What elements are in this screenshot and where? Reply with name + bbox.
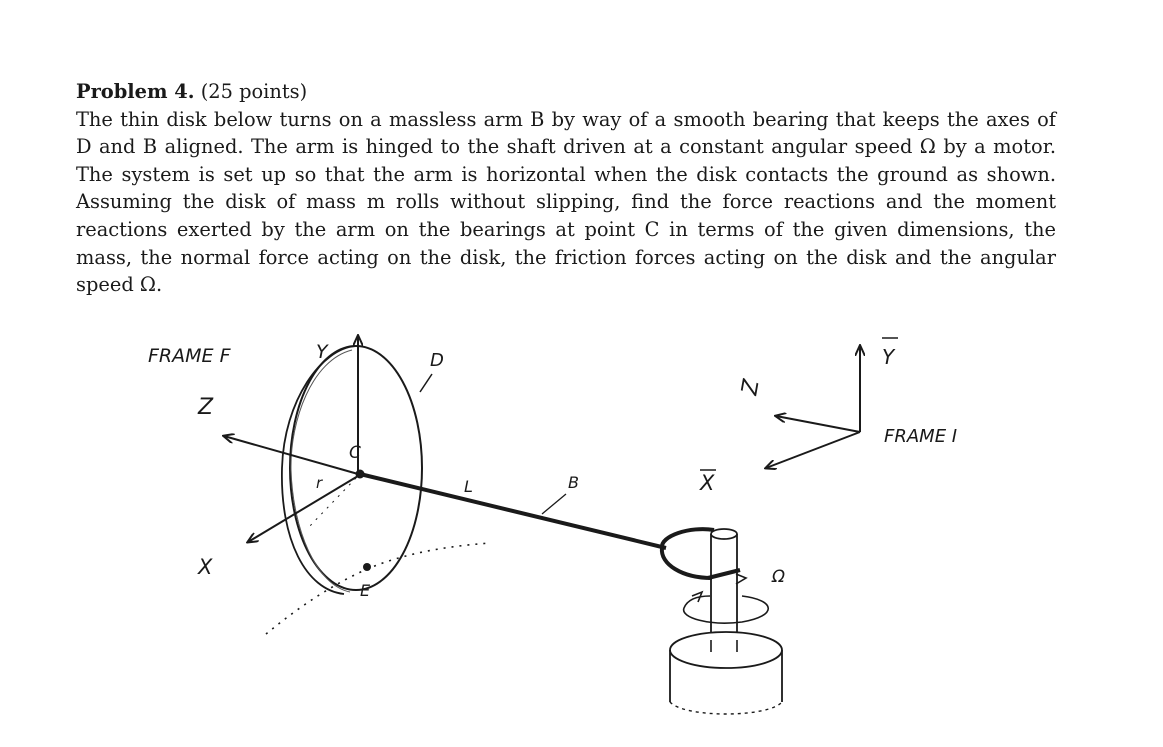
arm-label: B: [568, 473, 579, 492]
rotation-arrow-head: [691, 590, 704, 603]
disk: [281, 345, 423, 595]
inertial-x-arrow: [766, 431, 861, 468]
z-axis-label: Z: [197, 395, 214, 420]
center-label: C: [349, 443, 361, 463]
motor: [669, 631, 783, 715]
x-axis-arrow: [248, 475, 359, 542]
inertial-z-label: Z: [737, 377, 765, 398]
y-axis-label: Y: [316, 341, 329, 363]
rotation-arrow: [683, 595, 770, 624]
problem-statement: Problem 4. (25 points) The thin disk bel…: [76, 78, 1056, 299]
radius-label: r: [316, 474, 323, 492]
omega-label: Ω: [771, 567, 785, 587]
shaft-top: [710, 528, 738, 540]
radius-line: [307, 477, 357, 529]
inertial-x-label: X: [699, 471, 715, 495]
motor-top: [669, 631, 783, 669]
disk-thickness-shading: [290, 349, 353, 593]
disk-label-leader: [419, 373, 433, 393]
hinge-pin: [707, 568, 741, 580]
inertial-z-arrow: [776, 416, 861, 433]
inertial-y-label: Y: [882, 345, 896, 369]
arm-label-leader: [541, 493, 567, 515]
omega-pointer: [735, 573, 748, 585]
disk-label: D: [430, 350, 444, 371]
problem-points: (25 points): [200, 80, 308, 103]
hinge-loop-bottom: [659, 547, 713, 580]
hinge-loop-top: [660, 527, 715, 549]
contact-label: E: [360, 581, 371, 600]
shaft: [710, 528, 738, 644]
frame-f-label: FRAME F: [148, 345, 232, 367]
contact-point: [363, 563, 371, 571]
x-axis-label: X: [197, 555, 213, 579]
length-label: L: [464, 477, 473, 496]
problem-number: Problem 4.: [76, 80, 195, 103]
ground-path: [265, 542, 491, 635]
arm: [359, 472, 667, 550]
problem-heading: Problem 4. (25 points): [76, 78, 1056, 106]
disk-rear-rim: [281, 345, 357, 595]
motor-bottom: [669, 701, 783, 715]
z-axis-arrow: [224, 436, 359, 475]
problem-body: The thin disk below turns on a massless …: [76, 107, 1056, 297]
frame-i-label: FRAME I: [884, 426, 957, 447]
